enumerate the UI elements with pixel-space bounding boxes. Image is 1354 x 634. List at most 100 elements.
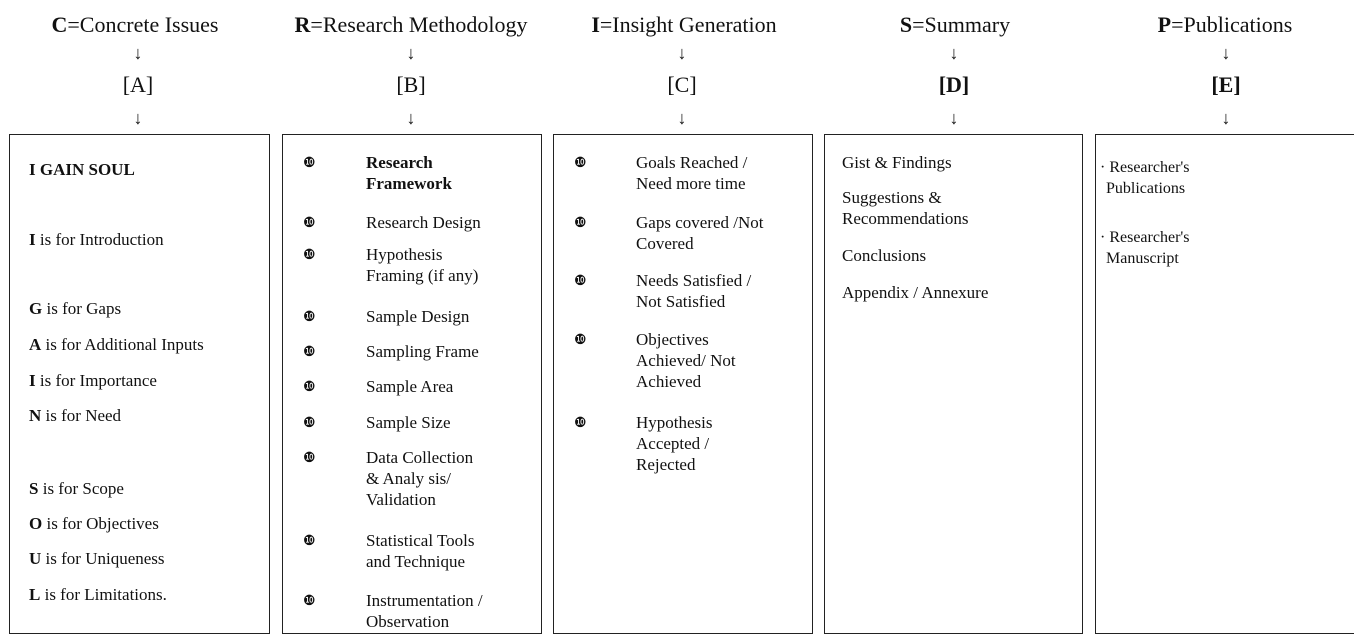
- item-letter: U: [29, 549, 42, 568]
- bullet-icon: ❿: [303, 216, 316, 231]
- list-item: Conclusions: [842, 246, 927, 265]
- item-line: Not Satisfied: [636, 292, 726, 311]
- item-letter: N: [29, 406, 42, 425]
- item-line: Objectives: [636, 330, 709, 349]
- item-line: Statistical Tools: [366, 531, 475, 550]
- header-letter: P: [1157, 12, 1172, 37]
- header-insight-generation: I=Insight Generation: [560, 12, 808, 38]
- item-text: is for Additional Inputs: [41, 335, 204, 354]
- list-item: I is for Importance: [29, 371, 157, 391]
- item-letter: L: [29, 585, 41, 604]
- item-line: · Researcher's: [1100, 159, 1190, 176]
- header-text: =Research Methodology: [310, 12, 528, 37]
- arrow-down-icon: ↓: [406, 43, 416, 63]
- tag-e: [E]: [1211, 72, 1241, 97]
- arrow-down-icon: ↓: [1221, 43, 1231, 63]
- arrow-down-icon: ↓: [949, 43, 959, 63]
- header-text: =Publications: [1171, 12, 1293, 37]
- header-text: =Summary: [912, 12, 1011, 37]
- bullet-icon: ❿: [574, 416, 587, 431]
- arrow-down-icon: ↓: [677, 43, 687, 63]
- list-item: Sample Size: [366, 412, 451, 433]
- list-item: U is for Uniqueness: [29, 549, 165, 569]
- acronym-title: I GAIN SOUL: [29, 160, 135, 179]
- item-line: Framing (if any): [366, 266, 479, 285]
- item-letter: I: [29, 371, 36, 390]
- item-line: Instrumentation /: [366, 591, 483, 610]
- bullet-icon: ❿: [303, 345, 316, 360]
- item-letter: A: [29, 335, 42, 354]
- item-line: Research: [366, 153, 433, 172]
- item-line: Achieved: [636, 372, 702, 391]
- item-line: Sampling Frame: [366, 342, 479, 361]
- list-item: Suggestions &: [842, 188, 942, 207]
- arrow-down-icon: ↓: [133, 108, 143, 128]
- item-text: is for Objectives: [42, 514, 159, 533]
- list-item: Needs Satisfied / Not Satisfied: [636, 270, 751, 312]
- bullet-icon: ❿: [574, 216, 587, 231]
- item-line: Accepted /: [636, 434, 710, 453]
- list-item: Data Collection & Analy sis/Validation: [366, 447, 473, 510]
- item-line: Validation: [366, 490, 436, 509]
- bullet-icon: ❿: [574, 156, 587, 171]
- item-letter: I: [29, 230, 36, 249]
- item-letter: O: [29, 514, 43, 533]
- header-summary: S=Summary: [830, 12, 1080, 38]
- item-line: Needs Satisfied /: [636, 271, 752, 290]
- list-item: Research Design: [366, 212, 481, 233]
- item-line: Hypothesis: [366, 245, 443, 264]
- item-text: is for Importance: [35, 371, 157, 390]
- item-text: is for Gaps: [42, 299, 122, 318]
- header-text: =Concrete Issues: [67, 12, 219, 37]
- list-item: Appendix / Annexure: [842, 283, 989, 302]
- list-item: Sample Design: [366, 306, 469, 327]
- header-letter: I: [591, 12, 600, 37]
- box-summary: Gist & Findings Suggestions & Recommenda…: [824, 134, 1083, 634]
- bullet-icon: ❿: [303, 534, 316, 549]
- header-text: =Insight Generation: [599, 12, 777, 37]
- list-item: Goals Reached /Need more time: [636, 152, 747, 194]
- arrow-down-icon: ↓: [677, 108, 687, 128]
- bullet-icon: ❿: [574, 274, 587, 289]
- header-letter: R: [294, 12, 311, 37]
- box-insight-generation: ❿ Goals Reached /Need more time ❿ Gaps c…: [553, 134, 813, 634]
- header-concrete-issues: C=Concrete Issues: [10, 12, 260, 38]
- item-letter: G: [29, 299, 43, 318]
- arrow-down-icon: ↓: [1221, 108, 1231, 128]
- item-text: is for Uniqueness: [41, 549, 165, 568]
- item-line: Sample Design: [366, 307, 470, 326]
- bullet-icon: ❿: [303, 248, 316, 263]
- item-line: Data Collection: [366, 448, 474, 467]
- tag-d: [D]: [938, 72, 970, 97]
- item-line: Gaps covered /Not: [636, 213, 764, 232]
- list-item: O is for Objectives: [29, 514, 159, 534]
- item-line: Sample Size: [366, 413, 451, 432]
- list-item: N is for Need: [29, 406, 121, 426]
- bullet-icon: ❿: [303, 380, 316, 395]
- item-letter: S: [29, 479, 39, 498]
- item-line: & Analy sis/: [366, 469, 452, 488]
- list-item: Sampling Frame: [366, 341, 479, 362]
- bullet-icon: ❿: [303, 156, 316, 171]
- list-item: L is for Limitations.: [29, 585, 167, 605]
- header-publications: P=Publications: [1100, 12, 1350, 38]
- box-concrete-issues: I GAIN SOUL I is for Introduction G is f…: [9, 134, 270, 634]
- item-line: and Technique: [366, 552, 466, 571]
- bullet-icon: ❿: [303, 451, 316, 466]
- bullet-icon: ❿: [303, 594, 316, 609]
- item-line: Achieved/ Not: [636, 351, 736, 370]
- item-line: Manuscript: [1106, 250, 1179, 267]
- list-item: Statistical Tools and Technique: [366, 530, 475, 572]
- item-line: Hypothesis: [636, 413, 713, 432]
- arrow-down-icon: ↓: [406, 108, 416, 128]
- tag-c: [C]: [667, 72, 697, 97]
- list-item: Sample Area: [366, 376, 453, 397]
- item-text: is for Introduction: [35, 230, 164, 249]
